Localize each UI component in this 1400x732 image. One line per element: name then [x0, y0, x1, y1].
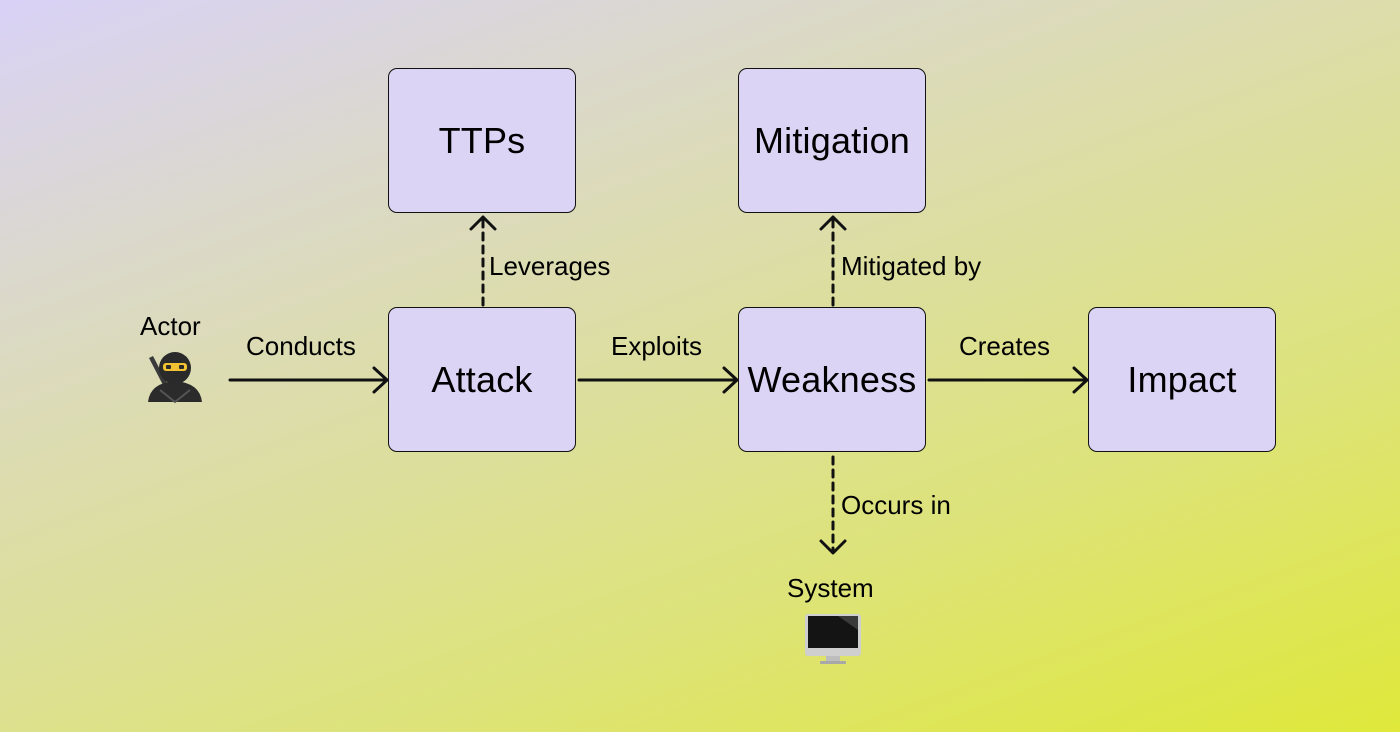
system-label: System — [787, 573, 874, 603]
arrow-conducts — [228, 366, 389, 394]
arrow-exploits — [577, 366, 739, 394]
ninja-icon — [148, 352, 202, 404]
edge-label-mitigated-by: Mitigated by — [841, 251, 982, 281]
node-attack: Attack — [388, 307, 576, 452]
edge-label-occurs-in: Occurs in — [841, 490, 951, 520]
edge-label-creates: Creates — [959, 331, 1051, 361]
arrow-creates — [927, 366, 1089, 394]
node-mitigation-label: Mitigation — [753, 119, 911, 161]
edge-label-conducts: Conducts — [246, 331, 356, 361]
arrow-occurs-in — [819, 455, 847, 555]
node-attack-label: Attack — [431, 358, 533, 400]
actor-label: Actor — [140, 311, 201, 341]
arrow-leverages — [469, 215, 497, 307]
node-weakness-label: Weakness — [747, 358, 917, 400]
node-mitigation: Mitigation — [738, 68, 926, 213]
computer-monitor-icon — [805, 614, 861, 664]
node-ttps: TTPs — [388, 68, 576, 213]
arrow-mitigated-by — [819, 215, 847, 307]
node-ttps-label: TTPs — [438, 119, 526, 161]
node-weakness: Weakness — [738, 307, 926, 452]
node-impact-label: Impact — [1127, 358, 1237, 400]
edge-label-leverages: Leverages — [489, 251, 611, 281]
node-impact: Impact — [1088, 307, 1276, 452]
edge-label-exploits: Exploits — [611, 331, 703, 361]
